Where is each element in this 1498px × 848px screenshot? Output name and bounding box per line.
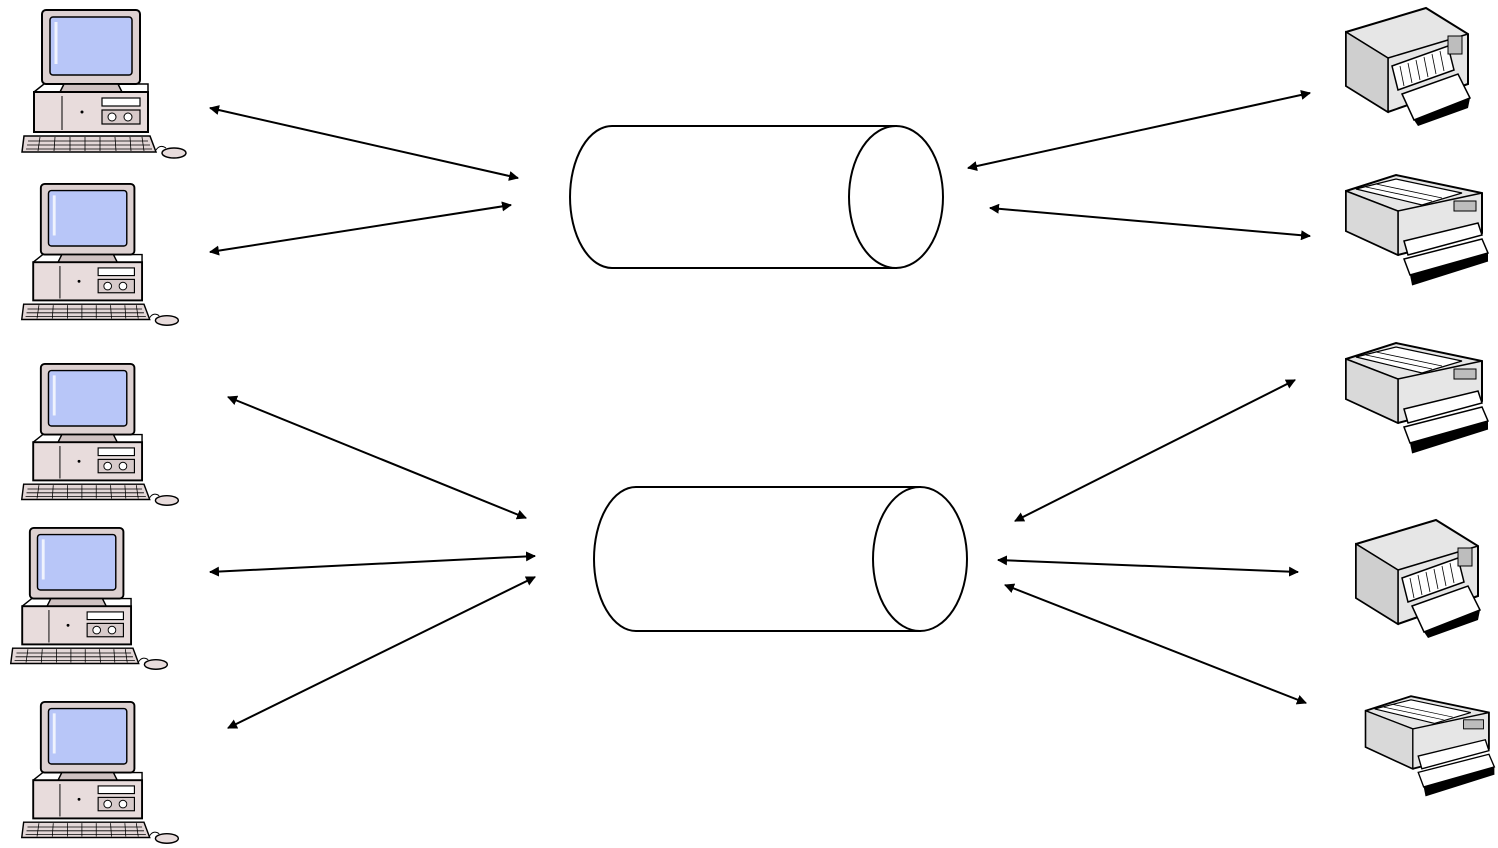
computer-4 — [9, 526, 169, 671]
connections — [209, 90, 1311, 729]
desktop-computer-icon — [20, 8, 188, 160]
printer-1 — [1345, 7, 1471, 127]
desktop-computer-icon — [9, 526, 169, 671]
computer-5 — [20, 700, 180, 845]
printer-5 — [1364, 695, 1496, 797]
laser-printer-icon — [1344, 341, 1490, 455]
edge-computer-1-queue-1 — [209, 105, 519, 181]
printer-2 — [1344, 173, 1490, 287]
desktop-computer-icon — [20, 182, 180, 327]
laser-printer-icon — [1364, 695, 1496, 797]
edge-queue-1-printer-2 — [989, 203, 1311, 241]
edge-queue-2-printer-4 — [997, 555, 1299, 577]
queue-2 — [593, 486, 968, 632]
queue-1 — [569, 125, 944, 269]
inkjet-printer-icon — [1345, 7, 1471, 127]
edge-queue-1-printer-1 — [967, 90, 1311, 171]
desktop-computer-icon — [20, 362, 180, 507]
edge-computer-4-queue-2 — [209, 551, 536, 577]
printer-4 — [1355, 519, 1481, 639]
edge-computer-2-queue-1 — [209, 201, 512, 256]
laser-printer-icon — [1344, 173, 1490, 287]
edge-queue-2-printer-5 — [1004, 583, 1307, 705]
printer-3 — [1344, 341, 1490, 455]
desktop-computer-icon — [20, 700, 180, 845]
edge-computer-5-queue-2 — [227, 576, 536, 729]
cylinder-icon — [872, 486, 968, 632]
cylinder-icon — [848, 125, 944, 269]
computer-2 — [20, 182, 180, 327]
inkjet-printer-icon — [1355, 519, 1481, 639]
computer-3 — [20, 362, 180, 507]
edge-queue-2-printer-3 — [1014, 379, 1296, 522]
computer-1 — [20, 8, 188, 160]
edge-computer-3-queue-2 — [227, 395, 527, 520]
